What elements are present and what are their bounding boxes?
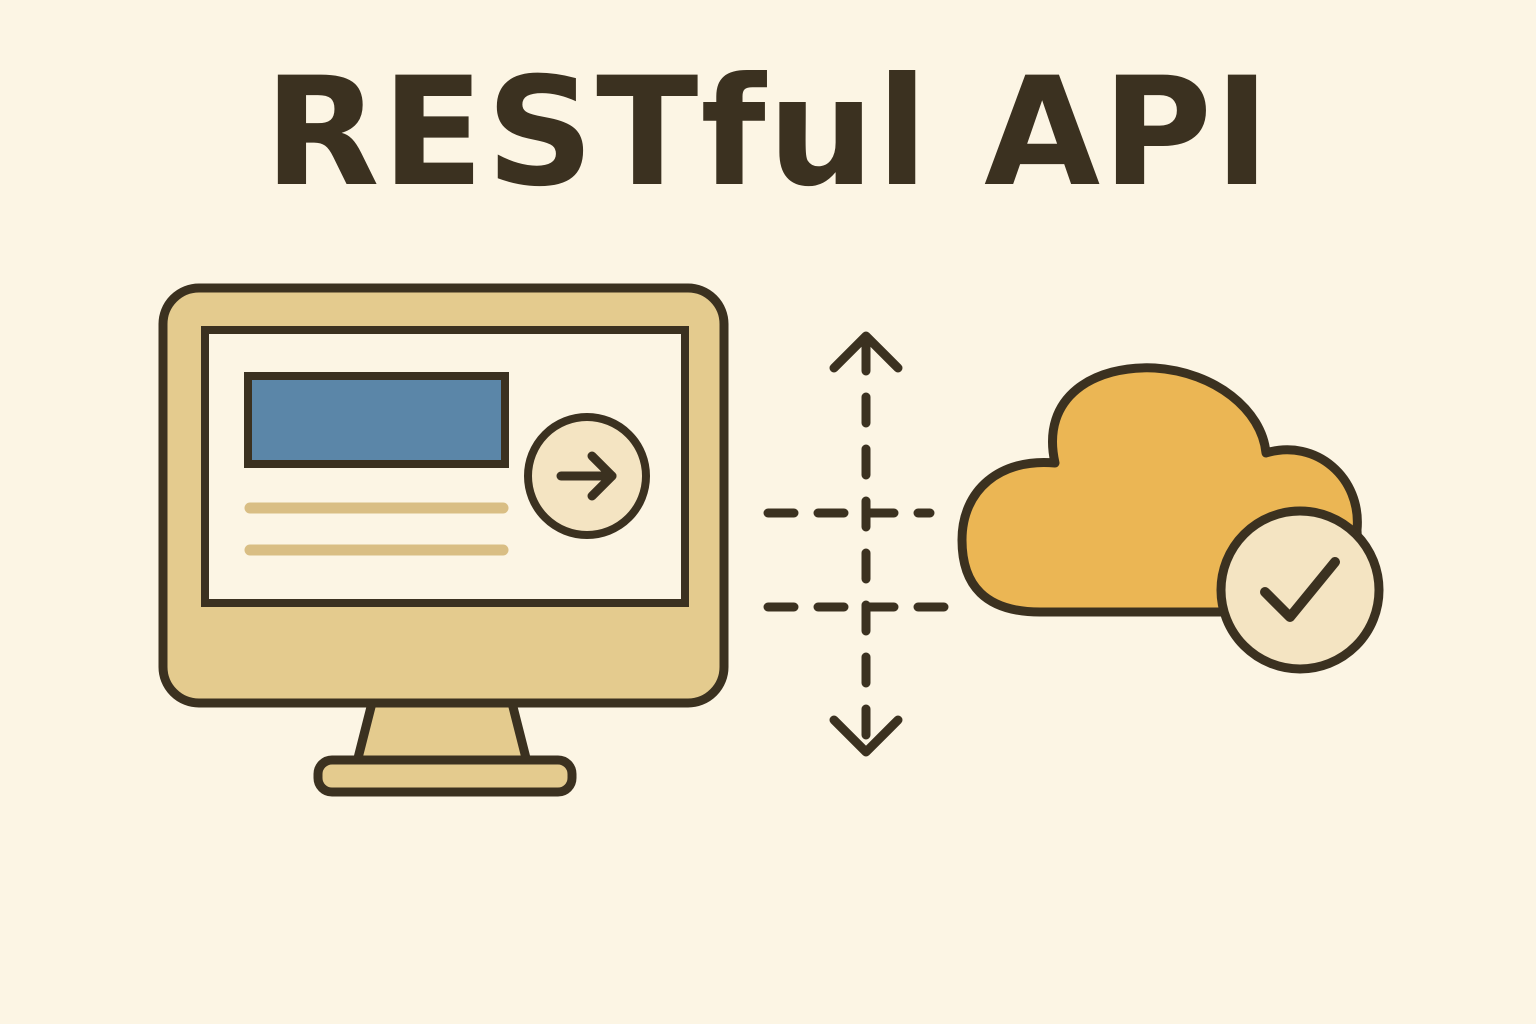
arrow-right-circle-icon [524,413,650,539]
down-arrow-head [829,715,903,757]
desktop-monitor-icon [158,283,729,797]
diagram-title: RESTful API [264,46,1272,220]
bidirectional-arrow-icon [763,331,957,757]
screen-input-bar [244,372,509,468]
monitor-base [313,755,577,797]
monitor-stand [352,698,532,767]
cloud-icon [957,363,1384,674]
checkmark-circle-icon [1216,506,1384,674]
up-arrow-head [829,331,903,373]
